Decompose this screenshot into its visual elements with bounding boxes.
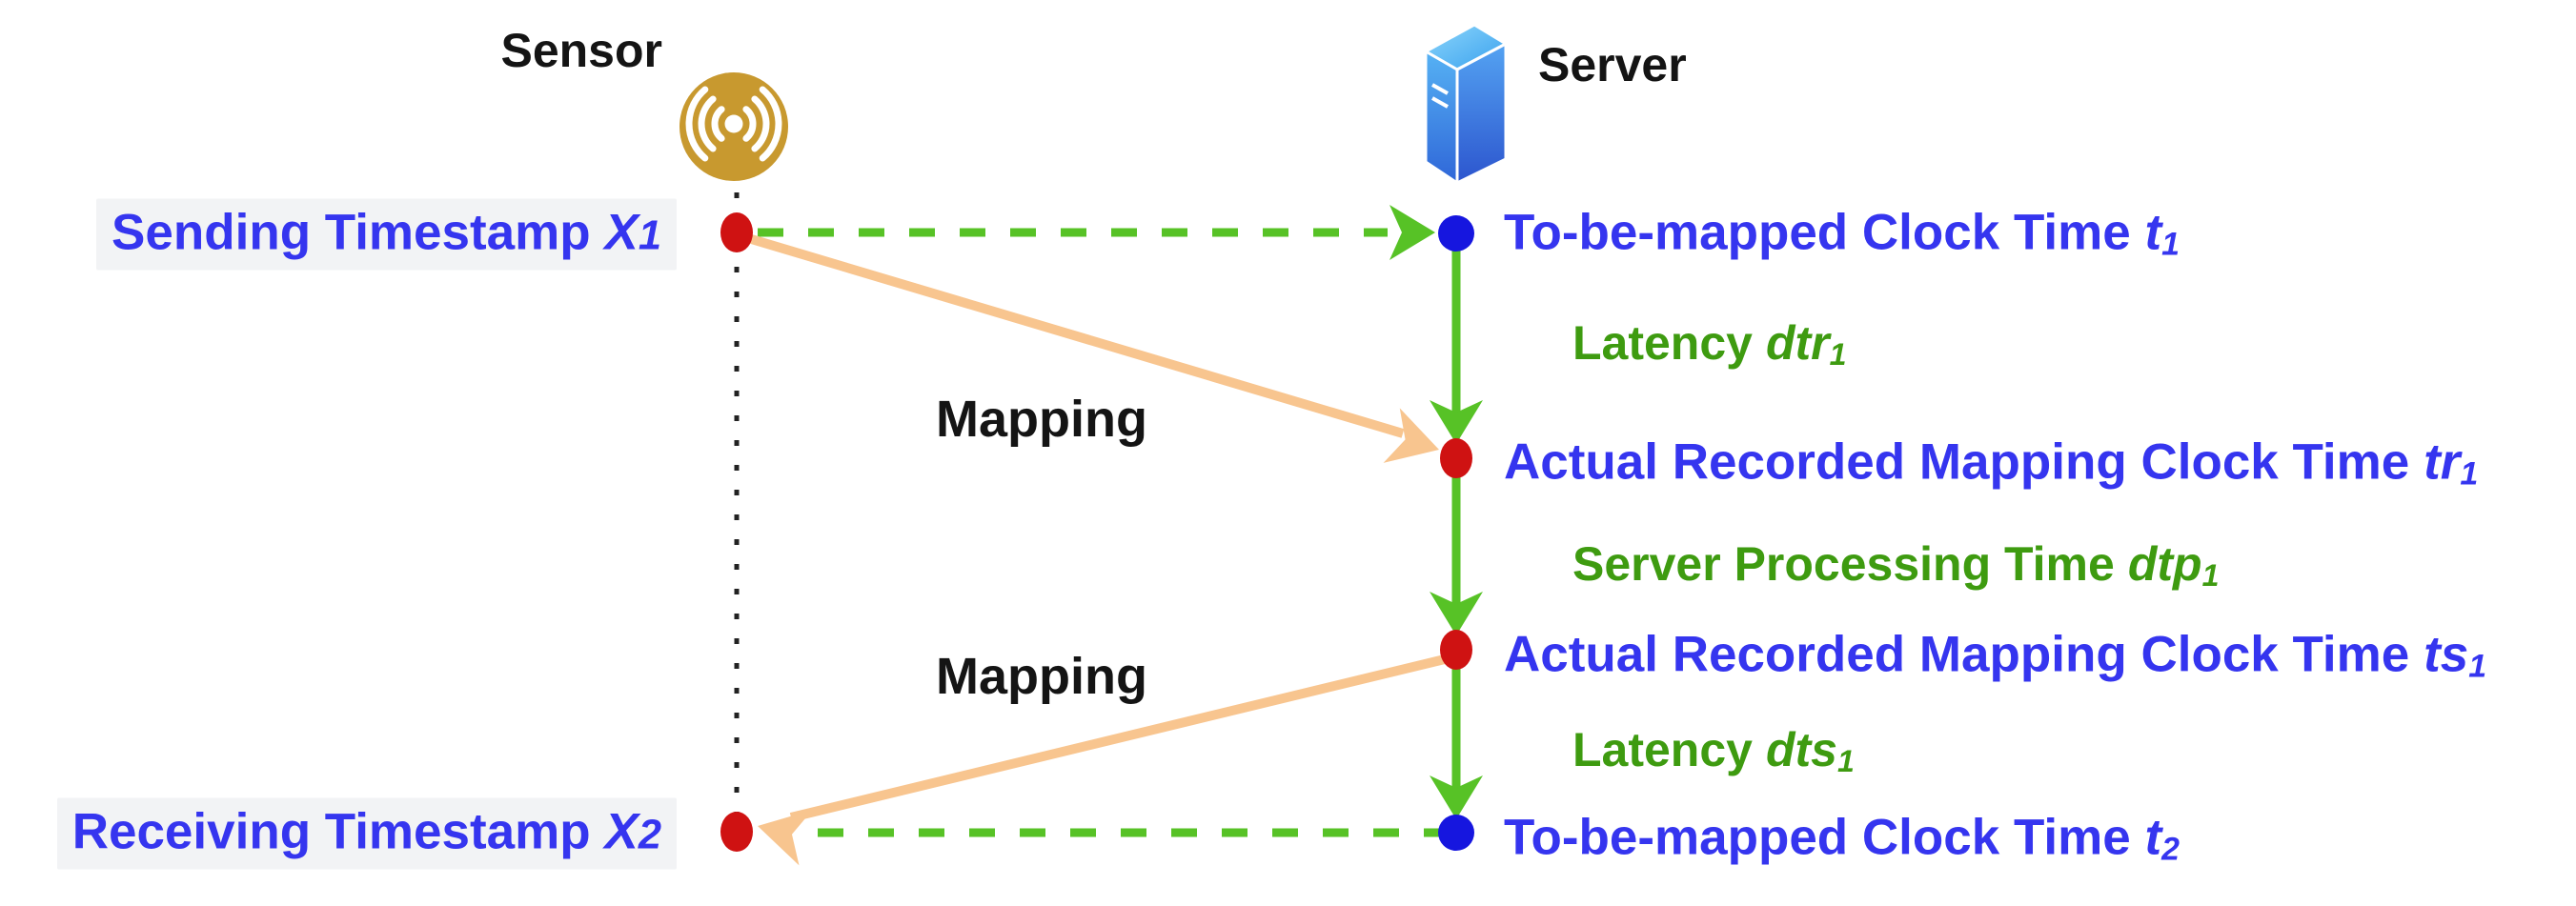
mapping-arrow-2-line [789,654,1450,822]
dot-tr1 [1440,438,1472,478]
dot-ts1 [1440,630,1472,670]
label-mapping-1: Mapping [936,391,1147,448]
server-title: Server [1538,38,1687,91]
dot-t2 [1438,815,1474,851]
dot-receiving-x2 [720,812,753,852]
mapping-arrow-1-line [746,233,1405,438]
sensor-broadcast-icon [679,72,788,181]
server-latency-arrowhead-2 [1430,775,1483,819]
server-latency-arrowhead-1 [1430,400,1483,444]
send-request-arrowhead [1389,205,1435,260]
server-processing-arrowhead [1430,592,1483,635]
label-mapping-2: Mapping [936,648,1147,705]
dot-sending-x1 [720,212,753,252]
server-tower-icon [1424,23,1508,185]
sensor-title: Sensor [500,24,662,77]
mapping-arrow-1-head [1383,408,1439,463]
mapping-arrow-2-head [758,810,813,866]
dot-t1 [1438,215,1474,252]
